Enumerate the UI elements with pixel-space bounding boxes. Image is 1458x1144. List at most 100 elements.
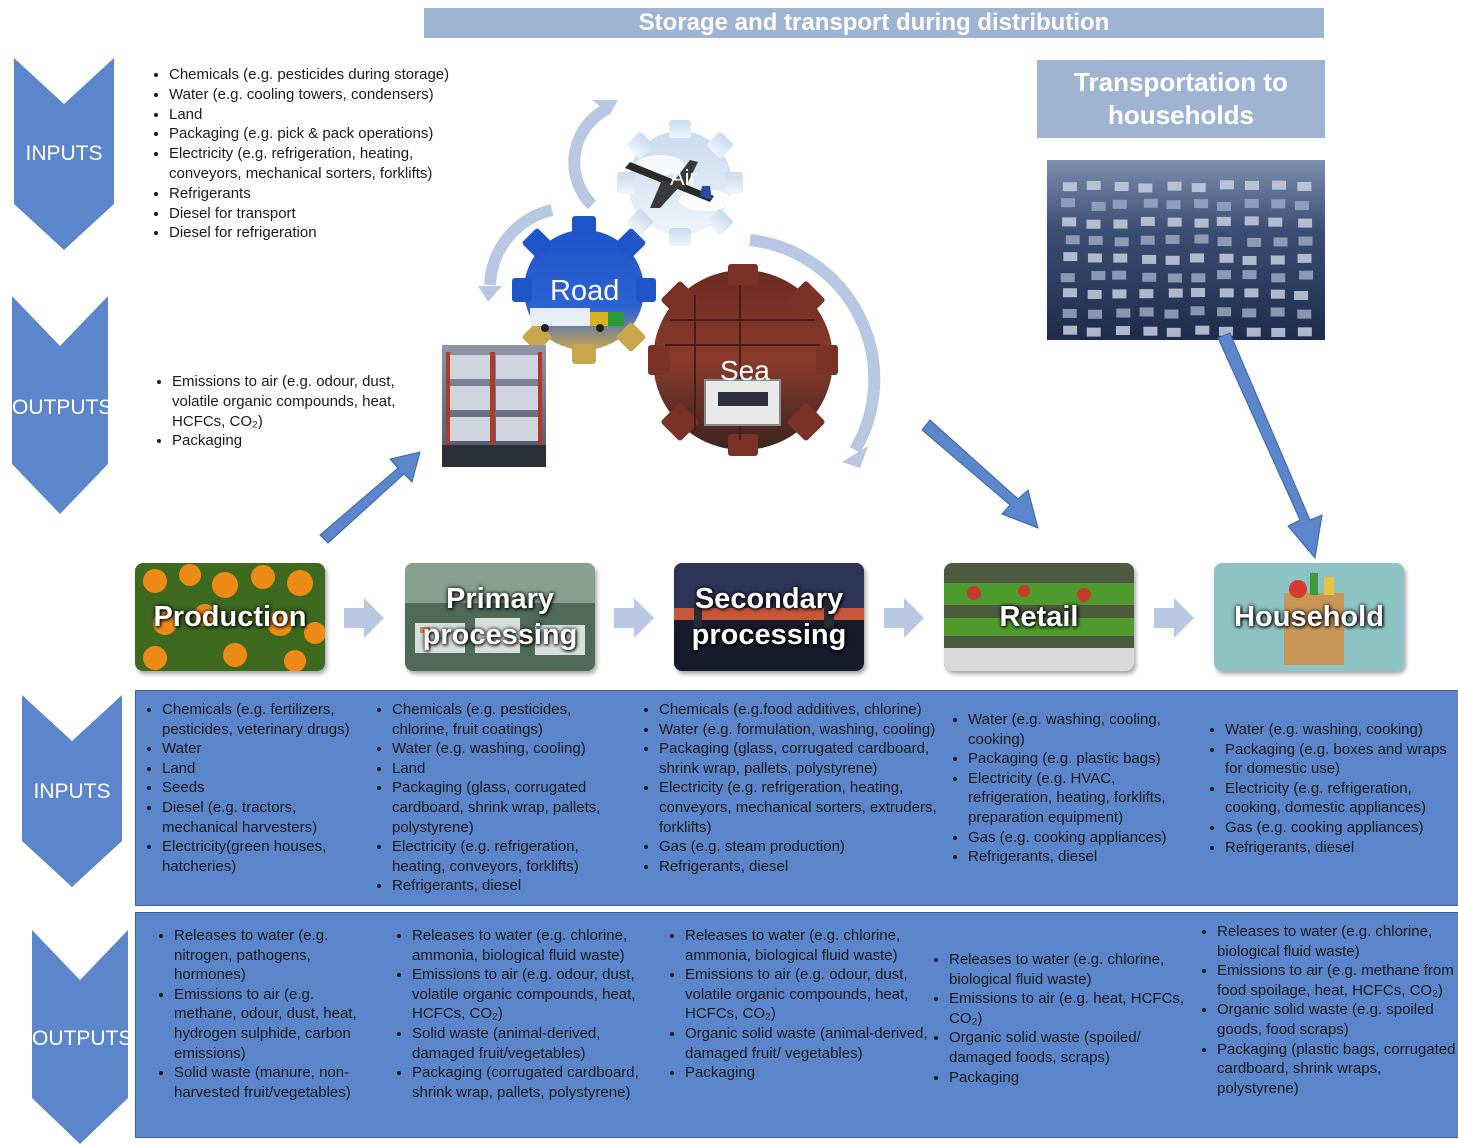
traffic-car: [1244, 216, 1259, 226]
traffic-car: [1191, 183, 1206, 193]
input-item: Packaging (glass, corrugated cardboard, …: [392, 778, 632, 837]
distribution-input-item: Diesel for transport: [169, 204, 477, 224]
traffic-car: [1294, 201, 1309, 211]
output-item: Packaging (corrugated cardboard, shrink …: [412, 1063, 652, 1102]
traffic-car: [1195, 325, 1210, 335]
output-item: Emissions to air (e.g. odour, dust, vola…: [685, 965, 933, 1024]
inputs-col-secondary: Chemicals (e.g.food additives, chlorine)…: [637, 700, 947, 876]
input-item: Packaging (glass, corrugated cardboard, …: [659, 739, 947, 778]
traffic-car: [1088, 309, 1103, 319]
inputs-chevron-bottom: [22, 695, 122, 887]
traffic-car: [1270, 289, 1285, 299]
outputs-col-production: Releases to water (e.g. nitrogen, pathog…: [152, 926, 377, 1102]
input-item: Land: [392, 759, 632, 779]
traffic-car: [1091, 201, 1106, 211]
outputs-label-bottom: OUTPUTS: [32, 1027, 133, 1050]
traffic-car: [1242, 308, 1257, 318]
traffic-car: [1112, 199, 1127, 209]
outputs-chevron-bottom: [32, 930, 128, 1144]
traffic-car: [1060, 273, 1075, 283]
stage-retail: Retail: [944, 563, 1134, 671]
output-item: Solid waste (manure, non-harvested fruit…: [174, 1063, 377, 1102]
traffic-car: [1217, 270, 1232, 280]
road-label: Road: [550, 275, 619, 307]
inputs-chevron-top: [14, 58, 114, 250]
traffic-car: [1091, 271, 1106, 281]
inputs-col-household: Water (e.g. washing, cooking)Packaging (…: [1203, 720, 1458, 857]
traffic-car: [1299, 270, 1314, 280]
stage-arrow-4: [1154, 598, 1194, 638]
stage-label-production: Production: [153, 601, 307, 633]
traffic-car: [1297, 309, 1312, 319]
stage-primary-processing: Primary processing: [405, 563, 595, 671]
input-item: Refrigerants, diesel: [392, 876, 632, 896]
traffic-car: [1244, 180, 1259, 190]
input-item: Packaging (e.g. plastic bags): [968, 749, 1196, 769]
traffic-car: [1063, 252, 1078, 262]
input-item: Electricity(green houses, hatcheries): [162, 837, 372, 876]
output-item: Packaging: [685, 1063, 933, 1083]
distribution-output-item: Emissions to air (e.g. odour, dust, vola…: [172, 372, 425, 431]
traffic-car: [1271, 273, 1286, 283]
traffic-car: [1297, 181, 1312, 191]
primary-processing-image: [405, 563, 595, 671]
input-item: Water (e.g. washing, cooling, cooking): [968, 710, 1196, 749]
traffic-car: [1167, 181, 1182, 191]
traffic-car: [1062, 182, 1077, 192]
traffic-car: [1219, 288, 1234, 298]
traffic-car: [1086, 180, 1101, 190]
cycle-arrow-2: [484, 204, 554, 286]
output-item: Releases to water (e.g. chlorine, ammoni…: [685, 926, 933, 965]
cycle-arrow-2-head: [478, 286, 502, 302]
traffic-car: [1270, 307, 1285, 317]
output-item: Packaging: [949, 1068, 1189, 1088]
inputs-panel: [135, 690, 1458, 906]
traffic-car: [1297, 253, 1312, 263]
stage-label-secondary-processing: Secondary processing: [674, 563, 864, 671]
inputs-col-production: Chemicals (e.g. fertilizers, pesticides,…: [140, 700, 372, 876]
outputs-col-primary: Releases to water (e.g. chlorine, ammoni…: [390, 926, 652, 1102]
stage-production: Production: [135, 563, 325, 671]
output-item: Releases to water (e.g. chlorine, biolog…: [1217, 922, 1457, 961]
cycle-arrow-3-head: [842, 446, 868, 468]
input-item: Gas (e.g. cooking appliances): [1225, 818, 1458, 838]
input-item: Electricity (e.g. refrigeration, cooking…: [1225, 779, 1458, 818]
cycle-arrow-1: [568, 102, 612, 210]
traffic-photo: [1047, 160, 1325, 340]
input-item: Chemicals (e.g. fertilizers, pesticides,…: [162, 700, 372, 739]
traffic-car: [1061, 198, 1076, 208]
household-image: [1214, 563, 1404, 671]
traffic-car: [1298, 218, 1313, 228]
traffic-car: [1139, 289, 1154, 299]
air-label: Air: [670, 165, 697, 190]
traffic-car: [1242, 270, 1257, 280]
traffic-car: [1194, 199, 1209, 209]
output-item: Emissions to air (e.g. heat, HCFCs, CO₂): [949, 989, 1189, 1028]
inputs-col-retail: Water (e.g. washing, cooling, cooking)Pa…: [946, 710, 1196, 867]
output-item: Releases to water (e.g. chlorine, biolog…: [949, 950, 1189, 989]
traffic-car: [1114, 182, 1129, 192]
traffic-car: [1244, 288, 1259, 298]
traffic-car: [1166, 327, 1181, 337]
traffic-car: [1062, 288, 1077, 298]
traffic-car: [1115, 325, 1130, 335]
airplane-icon: [625, 160, 714, 208]
stage-label-primary-text: Primary processing: [422, 583, 578, 651]
secondary-processing-image: [674, 563, 864, 671]
truck-icon: [530, 308, 624, 332]
output-item: Releases to water (e.g. chlorine, ammoni…: [412, 926, 652, 965]
traffic-car: [1219, 253, 1234, 263]
stage-household: Household: [1214, 563, 1404, 671]
stage-secondary-processing: Secondary processing: [674, 563, 864, 671]
stage-label-primary-processing: Primary processing: [405, 563, 595, 671]
retail-image: [944, 563, 1134, 671]
outputs-col-retail: Releases to water (e.g. chlorine, biolog…: [927, 950, 1189, 1087]
transport-to-households-title: Transportation to households: [1037, 60, 1325, 138]
outputs-col-secondary: Releases to water (e.g. chlorine, ammoni…: [663, 926, 933, 1083]
traffic-car: [1062, 217, 1077, 227]
traffic-car: [1142, 272, 1157, 282]
traffic-car: [1246, 327, 1261, 337]
distribution-input-item: Diesel for refrigeration: [169, 223, 477, 243]
container-icon: [704, 379, 781, 426]
traffic-car: [1086, 327, 1101, 337]
